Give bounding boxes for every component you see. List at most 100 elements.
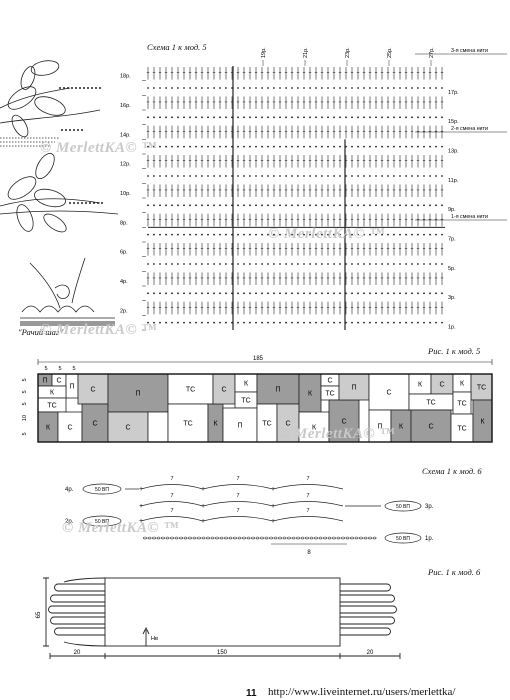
scheme6-count: 7	[306, 493, 309, 499]
fig5-block-letter: ТС	[186, 387, 195, 394]
fig5-block-letter: ТС	[241, 398, 250, 405]
scheme6-chain-stitch	[161, 536, 165, 540]
scheme6-chain-stitch	[215, 536, 219, 540]
scheme6-bottom-label: 8	[307, 550, 311, 556]
scheme6-chain-stitch	[332, 536, 336, 540]
scheme6-chain-stitch	[318, 536, 323, 540]
scheme6-chain-label: 50 ВП	[396, 536, 410, 542]
fig5-block	[256, 373, 300, 405]
scheme6-count: 7	[170, 493, 173, 499]
fig5-block-letter: К	[244, 381, 249, 388]
scheme6-chain-stitch	[368, 536, 372, 540]
watermark-4: © MerlettKA© ™	[278, 426, 395, 442]
fig5-block-letter: С	[90, 387, 95, 394]
scheme6-row-label: 4р.	[65, 487, 74, 493]
scheme6-chain-stitch	[251, 536, 255, 540]
fig5-block	[77, 373, 109, 405]
scheme6-arc	[140, 516, 204, 522]
scheme6-chain-stitch	[345, 536, 350, 540]
fig5-block-letter: К	[213, 421, 218, 428]
fig5-side-height: 10	[22, 415, 28, 421]
scheme6-chain-stitch	[233, 536, 237, 540]
crab-stitch-illustration	[20, 257, 115, 326]
fig5-side-height: 5	[22, 402, 28, 405]
fig5-title: Рис. 1 к мод. 5	[428, 346, 481, 356]
fig5-block-letter: С	[386, 390, 391, 397]
scheme6-chain-stitch	[197, 536, 201, 540]
scheme6-chain	[384, 500, 422, 512]
fig5-block-letter: С	[125, 425, 130, 432]
scheme6-arc	[140, 501, 204, 507]
fig5-small-width: 5	[44, 366, 47, 372]
scheme6-plus: +	[201, 486, 205, 493]
scheme6-plus: +	[271, 503, 275, 510]
fig5-side-height: 5	[22, 432, 28, 435]
fig5-block	[147, 411, 169, 443]
scheme6-chain-stitch	[278, 536, 282, 540]
fig5-block-letter: П	[135, 391, 140, 398]
fig5-block-letter: ТС	[325, 391, 334, 398]
scheme6-row-label: 2р.	[65, 519, 74, 525]
scheme6-chain-label: 50 ВП	[95, 487, 109, 493]
scheme6-chain-stitch	[201, 536, 206, 540]
scheme6-row-label: 1р.	[425, 536, 434, 542]
scheme6-title: Схема 1 к мод. 6	[422, 466, 482, 476]
scarf-body	[104, 577, 341, 647]
fig5-small-width: 5	[72, 366, 75, 372]
scheme5-row-label-right: 13р.	[448, 149, 459, 155]
source-url[interactable]: http://www.liveinternet.ru/users/merlett…	[268, 686, 456, 698]
scheme6-chain	[82, 483, 122, 495]
scheme6-chain-stitch	[287, 536, 291, 540]
scheme6-chain-stitch	[273, 536, 278, 540]
scheme6-chain-stitch	[350, 536, 354, 540]
scheme6-chain-stitch	[372, 536, 377, 540]
scheme6-arc	[140, 484, 204, 490]
fig6-dim-right: 20	[367, 650, 374, 656]
scheme6-chain-stitch	[269, 536, 273, 540]
scheme5-chart: 18р.16р.14р.12р.10р.8р.6р.4р.2р.17р.15р.…	[120, 47, 507, 331]
scheme5-title: Схема 1 к мод. 5	[147, 42, 207, 52]
scheme6-chain	[384, 532, 422, 544]
fig5-block-letter: П	[69, 384, 74, 391]
watermark-5: © MerlettKA© ™	[62, 520, 179, 536]
fig5-block-letter: П	[377, 424, 382, 431]
scheme6-chain-stitch	[183, 536, 188, 540]
scheme6-plus: +	[271, 518, 275, 525]
scheme5-top-label: 27р.	[429, 47, 435, 58]
fig6-diagram: 65 20 150 20 Нв	[36, 577, 401, 659]
scheme6-plus: +	[139, 486, 143, 493]
scheme6-plus: +	[271, 486, 275, 493]
scheme5-grid	[146, 67, 444, 324]
scheme6-chain	[82, 515, 122, 527]
fig5-small-width: 5	[58, 366, 61, 372]
scheme6-count: 7	[236, 508, 239, 514]
scheme6-chain-label: 50 ВП	[95, 519, 109, 525]
scheme5-row-label-right: 5р.	[448, 266, 456, 272]
fig5-block-letter: К	[50, 390, 55, 397]
fig5-block-letter: С	[428, 424, 433, 431]
scheme6-arc	[272, 501, 344, 507]
fig5-block-letter: С	[92, 421, 97, 428]
height-dim-line	[43, 577, 49, 647]
fig5-block	[298, 411, 330, 443]
scheme5-thread-change: 1-я смена нити	[451, 214, 488, 220]
scheme6-count: 7	[170, 508, 173, 514]
fig5-block-letter: К	[418, 382, 423, 389]
fig5-outline	[37, 373, 493, 443]
scheme6-chain-stitch	[327, 536, 332, 540]
scheme6-chain-stitch	[170, 536, 174, 540]
fig6-dim-left: 20	[74, 650, 81, 656]
fig5-block-letter: С	[67, 425, 72, 432]
scheme5-row-label-left: 10р.	[120, 191, 131, 197]
watermark-3: © MerlettKA© ™	[40, 322, 157, 338]
scheme6-chain-stitch	[179, 536, 183, 540]
scheme5-row-label-left: 12р.	[120, 162, 131, 168]
flower-illustrations	[0, 60, 119, 326]
scheme6-chain-stitch	[188, 536, 192, 540]
scheme6-chain-stitch	[152, 536, 156, 540]
fig5-block-letter: К	[399, 424, 404, 431]
flower-motif-bottom	[0, 152, 119, 233]
scheme5-thread-change: 3-я смена нити	[451, 48, 488, 54]
fig6-direction-label: Нв	[151, 636, 158, 642]
